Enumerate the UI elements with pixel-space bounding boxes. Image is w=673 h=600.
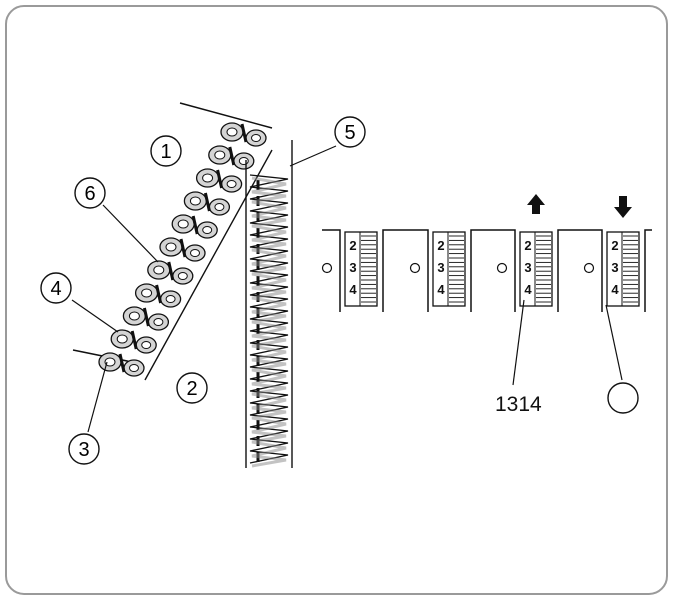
- needle-stitch: [118, 353, 126, 373]
- callout-1-label: 1: [160, 141, 171, 163]
- thread-loop-hole: [238, 157, 249, 165]
- callout-2-label: 2: [186, 378, 197, 400]
- needle-thread-top: [179, 102, 273, 129]
- dial-body: [519, 231, 553, 307]
- thread-loop-hole: [177, 272, 188, 280]
- needle-stitch: [203, 192, 211, 212]
- dial-digit: 4: [349, 282, 357, 297]
- thread-loop-hole: [251, 134, 261, 142]
- needle-stitch: [216, 169, 224, 189]
- dial-digit: 2: [349, 238, 356, 253]
- looper-thread: [249, 174, 289, 464]
- leader-blank: [605, 304, 623, 381]
- callout-2-marker: 2: [176, 372, 208, 404]
- dial-body: [344, 231, 378, 307]
- leader-dial-caption: [512, 299, 525, 386]
- tension-dials-panel: 2 3 4 2 3 4 2 3 4 2 3 4: [321, 194, 652, 312]
- dial-housing: [322, 229, 652, 312]
- leader-6: [102, 204, 159, 263]
- thread-loop-hole: [141, 341, 152, 349]
- overlock-seam: [72, 102, 273, 381]
- needle-stitch: [155, 284, 163, 304]
- needle-stitch: [191, 215, 199, 235]
- seam-edge-right: [144, 149, 273, 381]
- thread-loop-hole: [202, 173, 214, 183]
- thread-loop-hole: [214, 150, 226, 160]
- edge-looping: [245, 140, 293, 468]
- tension-dial-4: 2 3 4: [583, 196, 640, 307]
- dial-digit: 3: [524, 260, 531, 275]
- callout-3-label: 3: [78, 439, 89, 461]
- leader-4: [71, 299, 119, 333]
- callout-6-label: 6: [84, 183, 95, 205]
- dial-digit: 3: [349, 260, 356, 275]
- callout-4-marker: 4: [40, 272, 72, 304]
- needle-stitch: [179, 238, 187, 258]
- callout-blank-marker: [607, 382, 639, 414]
- thread-loop-hole: [214, 203, 225, 211]
- dial-digit: 3: [611, 260, 618, 275]
- thread-loop-hole: [226, 180, 237, 188]
- callout-6-marker: 6: [74, 177, 106, 209]
- dial-digit: 4: [524, 282, 532, 297]
- thread-loop-hole: [141, 288, 153, 298]
- callout-3-marker: 3: [68, 433, 100, 465]
- dial-indicator-dot: [583, 262, 595, 274]
- needle-stitch: [240, 123, 248, 143]
- thread-loop-hole: [165, 242, 177, 252]
- needle-stitch: [167, 261, 175, 281]
- dial-body: [432, 231, 466, 307]
- callout-4-label: 4: [50, 278, 61, 300]
- thread-loop-hole: [128, 311, 140, 321]
- dial-digit: 3: [437, 260, 444, 275]
- thread-loop-hole: [190, 249, 200, 257]
- thread-loop-hole: [226, 127, 238, 137]
- dial-indicator-dot: [321, 262, 333, 274]
- thread-loop-hole: [202, 226, 213, 234]
- tension-dial-2: 2 3 4: [409, 231, 466, 307]
- decrease-arrow-icon: [614, 196, 632, 218]
- leader-5: [289, 145, 337, 167]
- dial-digit: 4: [611, 282, 619, 297]
- dial-digit: 2: [611, 238, 618, 253]
- thread-loop-hole: [129, 364, 139, 372]
- looper-thread-shade: [251, 176, 287, 468]
- dial-indicator-dot: [496, 262, 508, 274]
- dial-indicator-dot: [409, 262, 421, 274]
- thread-loop-hole: [189, 196, 201, 206]
- increase-arrow-icon: [527, 194, 545, 214]
- thread-loop-hole: [153, 318, 164, 326]
- diagram-frame: [5, 5, 668, 595]
- callout-1-marker: 1: [150, 135, 182, 167]
- dial-digit: 2: [437, 238, 444, 253]
- dial-digit: 2: [524, 238, 531, 253]
- leader-3: [87, 361, 108, 433]
- callout-5-label: 5: [344, 122, 355, 144]
- tension-dial-3: 2 3 4: [496, 194, 553, 307]
- needle-stitch: [130, 330, 138, 350]
- thread-loop-hole: [116, 334, 128, 344]
- thread-loop-hole: [153, 265, 165, 275]
- thread-loop-hole: [104, 357, 116, 367]
- callout-leaders: [71, 145, 623, 433]
- needle-stitch: [228, 146, 236, 166]
- callout-5-marker: 5: [334, 116, 366, 148]
- thread-loop-hole: [165, 295, 176, 303]
- dial-body: [606, 231, 640, 307]
- dial-digit: 4: [437, 282, 445, 297]
- thread-loop-hole: [177, 219, 189, 229]
- tension-dial-1: 2 3 4: [321, 231, 378, 307]
- needle-stitch: [142, 307, 150, 327]
- dial-caption: 1314: [495, 393, 542, 416]
